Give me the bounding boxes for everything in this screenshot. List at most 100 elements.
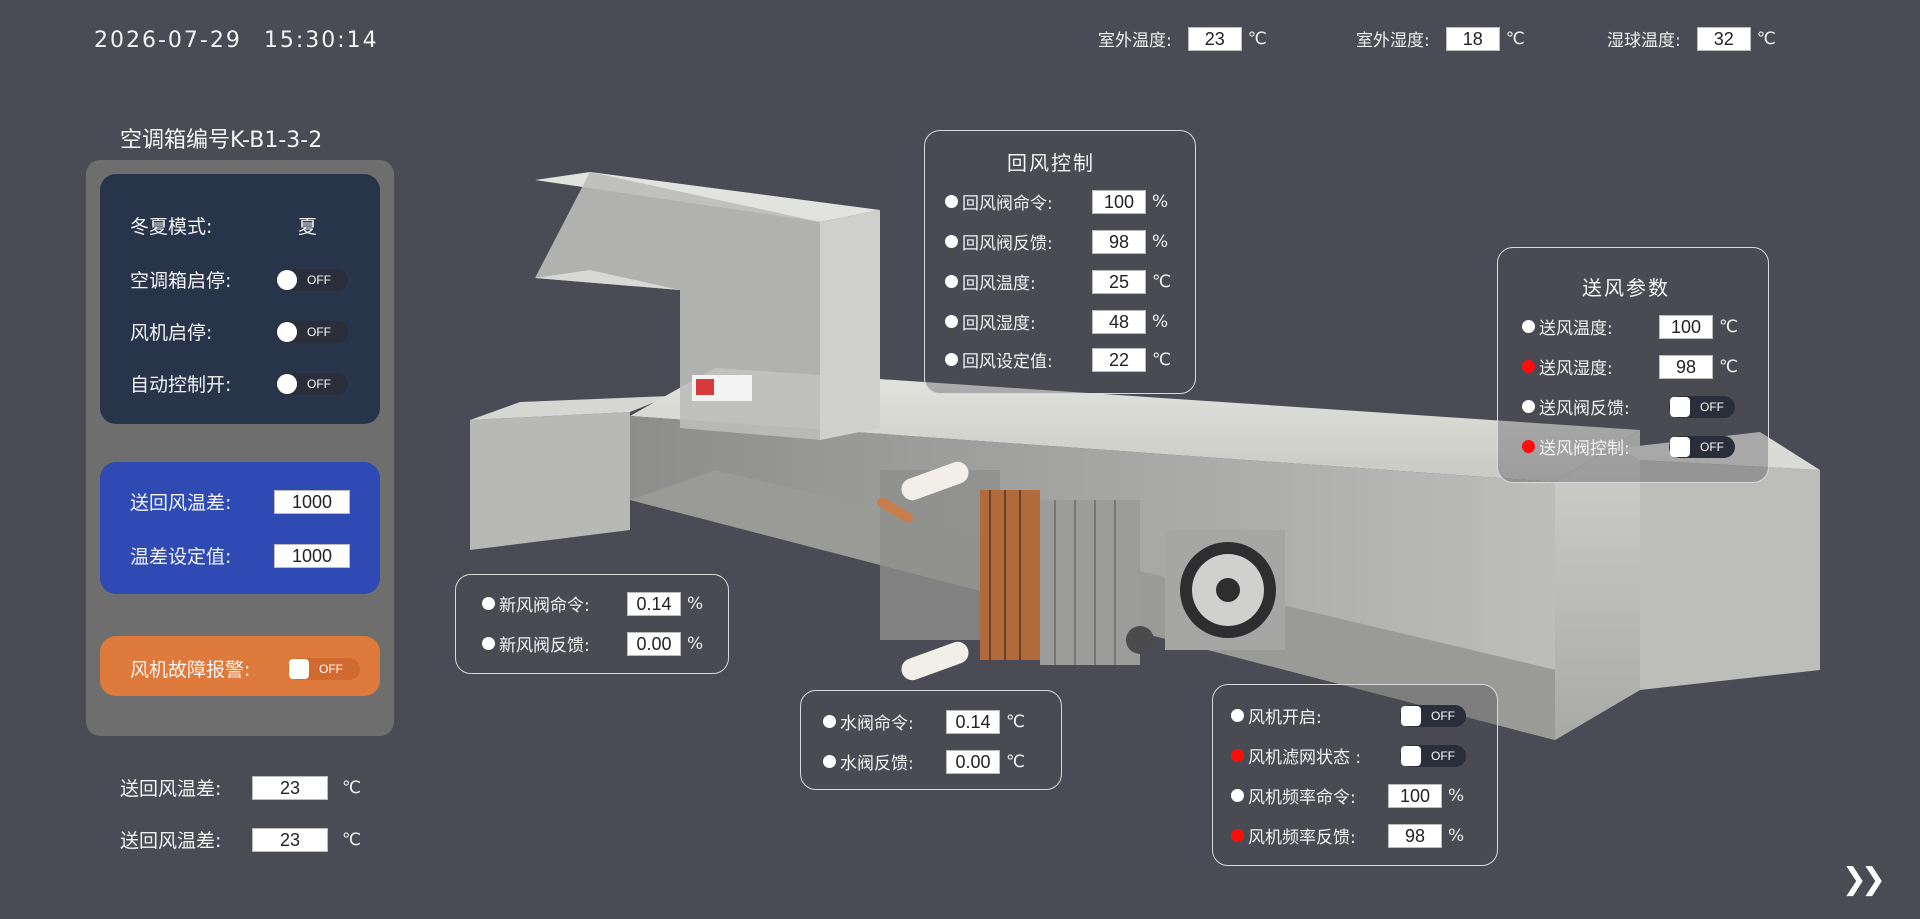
outdoor-humidity-unit: ℃ bbox=[1505, 28, 1525, 49]
wet-bulb-unit: ℃ bbox=[1756, 28, 1776, 49]
wet-bulb-label: 湿球温度: bbox=[1607, 31, 1681, 51]
return-temp-value: 25 bbox=[1092, 269, 1146, 294]
water-valve-cmd-label: 水阀命令: bbox=[840, 714, 914, 734]
fan-start-row: 风机启停: OFF bbox=[130, 318, 348, 345]
supply-humidity-unit: ℃ bbox=[1719, 356, 1739, 377]
fan-freq-cmd-value: 100 bbox=[1388, 783, 1442, 808]
supply-temp-value: 100 bbox=[1659, 314, 1713, 339]
alarm-dot bbox=[1522, 440, 1535, 453]
supply-valve-ctrl-toggle[interactable]: OFF bbox=[1669, 435, 1735, 458]
return-humidity-value: 48 bbox=[1092, 309, 1146, 334]
fresh-valve-fb-label: 新风阀反馈: bbox=[499, 636, 590, 656]
bottom-diff-unit: ℃ bbox=[342, 777, 362, 798]
supply-temp-label: 送风温度: bbox=[1539, 319, 1613, 339]
outdoor-temp-value: 23 bbox=[1187, 26, 1242, 51]
wet-bulb-value: 32 bbox=[1696, 26, 1751, 51]
ahu-start-toggle[interactable]: OFF bbox=[276, 268, 348, 291]
alarm-dot bbox=[1522, 360, 1535, 373]
fan-filter-row: 风机滤网状态 :OFF bbox=[1231, 743, 1466, 768]
toggle-state: OFF bbox=[1700, 439, 1724, 454]
mode-card: 冬夏模式: 夏 空调箱启停: OFF 风机启停: OFF 自动控制开: OFF bbox=[100, 174, 380, 424]
supply-valve-fb-toggle[interactable]: OFF bbox=[1669, 395, 1735, 418]
water-valve-cmd-row: 水阀命令:0.14℃ bbox=[823, 709, 1025, 734]
status-dot bbox=[482, 637, 495, 650]
fan-filter-toggle[interactable]: OFF bbox=[1400, 744, 1466, 767]
fresh-valve-cmd-label: 新风阀命令: bbox=[499, 596, 590, 616]
mode-row: 冬夏模式: 夏 bbox=[130, 212, 317, 239]
toggle-state: OFF bbox=[307, 376, 331, 391]
bottom-diff-row-1: 送回风温差: 23 ℃ bbox=[120, 774, 361, 801]
water-valve-fb-unit: ℃ bbox=[1006, 751, 1026, 772]
outdoor-humidity-value: 18 bbox=[1445, 26, 1500, 51]
supply-humidity-row: 送风湿度:98℃ bbox=[1522, 354, 1738, 379]
toggle-state: OFF bbox=[1431, 748, 1455, 763]
return-valve-fb-value: 98 bbox=[1092, 229, 1146, 254]
fan-freq-fb-label: 风机频率反馈: bbox=[1248, 828, 1356, 848]
mode-value: 夏 bbox=[298, 216, 318, 238]
auto-control-toggle[interactable]: OFF bbox=[276, 372, 348, 395]
water-valve-fb-value: 0.00 bbox=[946, 749, 1000, 774]
toggle-knob bbox=[289, 658, 309, 679]
status-dot bbox=[823, 715, 836, 728]
status-dot bbox=[1231, 709, 1244, 722]
status-dot bbox=[945, 315, 958, 328]
fresh-valve-cmd-row: 新风阀命令:0.14% bbox=[482, 591, 703, 616]
datetime: 2026-07-29 15:30:14 bbox=[94, 28, 401, 53]
outdoor-humidity-label: 室外湿度: bbox=[1356, 31, 1430, 51]
bottom-diff-value: 23 bbox=[252, 827, 328, 852]
fan-fault-label: 风机故障报警: bbox=[130, 659, 251, 681]
return-valve-cmd-value: 100 bbox=[1092, 189, 1146, 214]
bottom-diff-row-2: 送回风温差: 23 ℃ bbox=[120, 826, 361, 853]
water-valve-panel: 水阀命令:0.14℃ 水阀反馈:0.00℃ bbox=[800, 690, 1062, 790]
fresh-air-panel: 新风阀命令:0.14% 新风阀反馈:0.00% bbox=[455, 574, 729, 674]
status-dot bbox=[945, 275, 958, 288]
air-handling-unit-illustration bbox=[470, 172, 1820, 740]
diff-setpoint-input[interactable]: 1000 bbox=[274, 543, 350, 568]
auto-control-row: 自动控制开: OFF bbox=[130, 370, 348, 397]
toggle-state: OFF bbox=[1431, 708, 1455, 723]
fan-on-toggle[interactable]: OFF bbox=[1400, 704, 1466, 727]
status-dot bbox=[1522, 400, 1535, 413]
return-temp-unit: ℃ bbox=[1152, 271, 1172, 292]
return-temp-label: 回风温度: bbox=[962, 274, 1036, 294]
status-dot bbox=[482, 597, 495, 610]
outdoor-humidity-stat: 室外湿度: 18 ℃ bbox=[1356, 26, 1525, 51]
fan-fault-row: 风机故障报警: OFF bbox=[130, 655, 360, 682]
supply-temp-row: 送风温度:100℃ bbox=[1522, 314, 1738, 339]
date-text: 2026-07-29 bbox=[94, 28, 242, 53]
mode-label: 冬夏模式: bbox=[130, 216, 213, 238]
return-air-row: 回风设定值:22℃ bbox=[945, 347, 1171, 372]
outdoor-temp-unit: ℃ bbox=[1247, 28, 1267, 49]
fan-freq-fb-unit: % bbox=[1448, 825, 1465, 846]
outdoor-temp-stat: 室外温度: 23 ℃ bbox=[1098, 26, 1267, 51]
ahu-id-title: 空调箱编号K-B1-3-2 bbox=[120, 128, 323, 153]
fan-fault-toggle[interactable]: OFF bbox=[288, 657, 360, 680]
supply-valve-fb-row: 送风阀反馈:OFF bbox=[1522, 394, 1735, 419]
return-air-row: 回风阀反馈:98% bbox=[945, 229, 1168, 254]
supply-humidity-value: 98 bbox=[1659, 354, 1713, 379]
status-dot bbox=[945, 195, 958, 208]
alarm-dot bbox=[1231, 829, 1244, 842]
fan-fault-card: 风机故障报警: OFF bbox=[100, 636, 380, 696]
toggle-knob bbox=[277, 269, 297, 290]
time-text: 15:30:14 bbox=[263, 28, 379, 53]
fresh-valve-fb-unit: % bbox=[687, 633, 704, 654]
wet-bulb-stat: 湿球温度: 32 ℃ bbox=[1607, 26, 1776, 51]
diff-setpoint-label: 温差设定值: bbox=[130, 546, 232, 568]
auto-control-label: 自动控制开: bbox=[130, 374, 232, 396]
fan-freq-cmd-label: 风机频率命令: bbox=[1248, 788, 1356, 808]
toggle-knob bbox=[1401, 745, 1421, 766]
status-dot bbox=[1522, 320, 1535, 333]
left-control-panel: 冬夏模式: 夏 空调箱启停: OFF 风机启停: OFF 自动控制开: OFF … bbox=[86, 160, 394, 736]
supply-return-diff-label: 送回风温差: bbox=[130, 492, 232, 514]
supply-return-diff-input[interactable]: 1000 bbox=[274, 489, 350, 514]
return-air-title: 回风控制 bbox=[1007, 151, 1095, 175]
supply-valve-ctrl-label: 送风阀控制: bbox=[1539, 439, 1630, 459]
fan-start-toggle[interactable]: OFF bbox=[276, 320, 348, 343]
return-humidity-unit: % bbox=[1152, 311, 1169, 332]
bottom-diff-label: 送回风温差: bbox=[120, 830, 222, 852]
double-chevron-right-icon[interactable]: ❯❯ bbox=[1841, 862, 1886, 897]
water-valve-cmd-value: 0.14 bbox=[946, 709, 1000, 734]
toggle-knob bbox=[1670, 396, 1690, 417]
return-setpoint-unit: ℃ bbox=[1152, 349, 1172, 370]
